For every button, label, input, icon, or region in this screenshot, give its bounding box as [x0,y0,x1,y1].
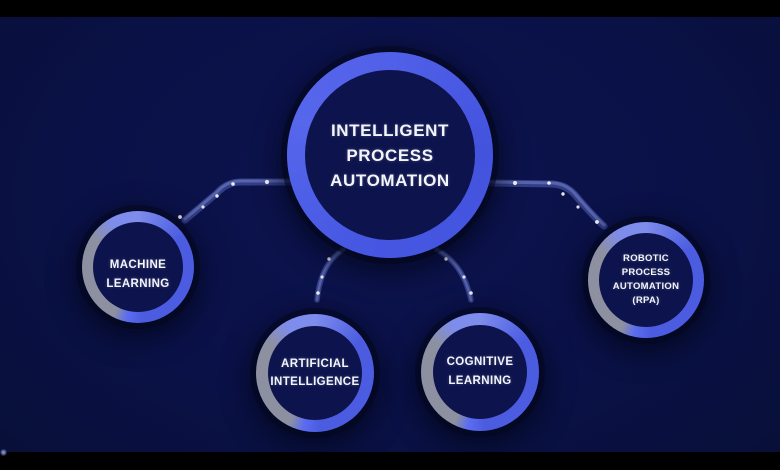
node-machine-learning: MACHINE LEARNING [82,211,194,323]
connector-center-to-machine-learning [181,178,293,224]
node-label-cognitive-learning: COGNITIVE LEARNING [446,356,514,387]
progress-ring-partial [256,314,374,432]
node-label-artificial-intelligence: ARTIFICIAL INTELLIGENCE [270,358,360,388]
connector-center-to-rpa [487,179,608,230]
node-robotic-process-automation: ROBOTIC PROCESS AUTOMATION (RPA) [588,222,704,338]
letterbox-top [0,0,780,17]
letterbox-bottom [0,452,780,470]
connector-center-to-cognitive-learning [433,246,474,303]
connector-dots [178,179,599,295]
progress-ring-partial [588,222,704,338]
progress-ring-partial [82,211,194,323]
node-label-machine-learning: MACHINE LEARNING [106,259,170,290]
node-cognitive-learning: COGNITIVE LEARNING [421,313,539,431]
progress-ring-full [287,52,493,258]
stray-glow-dot [0,449,7,456]
node-intelligent-process-automation: INTELLIGENT PROCESS AUTOMATION [287,52,493,258]
node-label-intelligent-process-automation: INTELLIGENT PROCESS AUTOMATION [330,120,450,190]
node-artificial-intelligence: ARTIFICIAL INTELLIGENCE [256,314,374,432]
node-label-robotic-process-automation: ROBOTIC PROCESS AUTOMATION (RPA) [612,253,680,306]
progress-ring-partial [421,313,539,431]
